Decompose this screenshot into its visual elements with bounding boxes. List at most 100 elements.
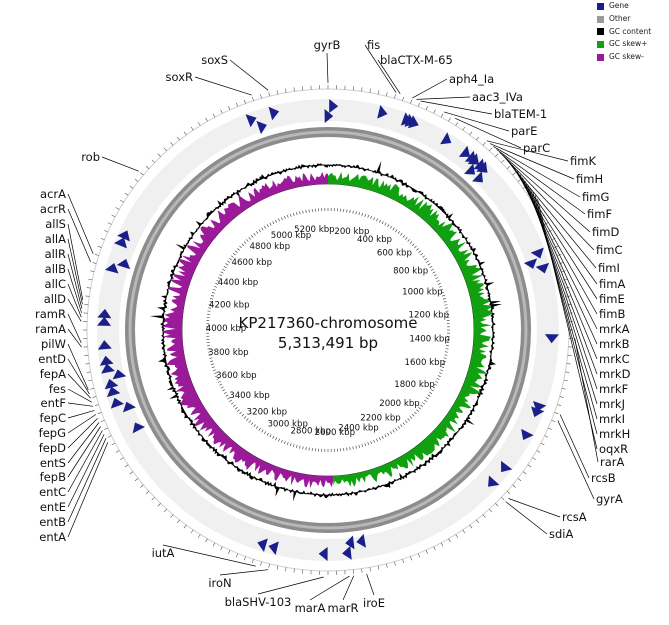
tick-mark bbox=[544, 435, 549, 438]
tick-mark bbox=[489, 147, 493, 152]
kbp-label: 4200 kbp bbox=[209, 300, 250, 310]
genome-size: 5,313,491 bp bbox=[278, 334, 378, 352]
gene-leader-line bbox=[67, 426, 101, 478]
kbp-minor-tick bbox=[358, 444, 360, 448]
gene-label-allb: allB bbox=[45, 262, 66, 276]
tick-mark bbox=[176, 519, 180, 524]
gene-marker bbox=[97, 316, 112, 326]
kbp-minor-tick bbox=[378, 437, 381, 441]
tick-mark bbox=[260, 94, 262, 99]
tick-mark bbox=[554, 245, 559, 248]
gene-marker bbox=[268, 106, 280, 121]
kbp-minor-tick bbox=[209, 301, 213, 303]
gene-leader-line bbox=[534, 195, 598, 435]
kbp-minor-tick bbox=[378, 219, 381, 223]
gene-leader-line bbox=[559, 414, 590, 479]
tick-mark bbox=[276, 90, 279, 95]
kbp-minor-tick bbox=[246, 239, 249, 242]
tick-mark bbox=[115, 450, 120, 453]
tick-mark bbox=[228, 106, 231, 110]
tick-mark bbox=[501, 159, 505, 163]
gene-leader-line bbox=[499, 152, 591, 233]
gene-label-aph4-ia: aph4_Ia bbox=[449, 72, 494, 86]
kbp-minor-tick bbox=[235, 250, 238, 253]
legend-swatch bbox=[597, 15, 604, 23]
tick-mark bbox=[190, 126, 194, 131]
kbp-minor-tick bbox=[269, 222, 272, 226]
kbp-label: 5200 kbp bbox=[294, 225, 335, 235]
kbp-minor-tick bbox=[389, 431, 393, 435]
kbp-minor-tick bbox=[432, 386, 436, 389]
gene-leader-line bbox=[67, 193, 94, 254]
legend-label: GC content bbox=[609, 26, 652, 36]
tick-mark bbox=[361, 568, 363, 573]
kbp-minor-tick bbox=[441, 366, 445, 368]
kbp-minor-tick bbox=[258, 427, 261, 431]
legend-item-gene: Gene bbox=[597, 0, 651, 13]
kbp-minor-tick bbox=[402, 234, 406, 238]
kbp-minor-tick bbox=[355, 445, 357, 449]
gene-leader-line bbox=[219, 569, 269, 576]
tick-mark bbox=[455, 122, 459, 126]
kbp-minor-tick bbox=[381, 435, 384, 439]
tick-mark bbox=[495, 153, 499, 157]
kbp-minor-tick bbox=[283, 440, 286, 445]
kbp-minor-tick bbox=[424, 258, 427, 261]
tick-mark bbox=[243, 99, 246, 104]
kbp-minor-tick bbox=[358, 212, 360, 216]
legend-swatch bbox=[597, 28, 604, 36]
kbp-minor-tick bbox=[208, 304, 212, 306]
gene-marker bbox=[104, 378, 119, 390]
tick-mark bbox=[170, 142, 174, 146]
tick-mark bbox=[212, 113, 216, 118]
kbp-minor-tick bbox=[364, 213, 366, 217]
gene-label-rob: rob bbox=[81, 150, 100, 164]
gene-label-ente: entE bbox=[40, 500, 66, 514]
kbp-minor-tick bbox=[225, 263, 229, 266]
tick-mark bbox=[145, 165, 150, 169]
kbp-minor-tick bbox=[402, 422, 406, 426]
tick-mark bbox=[433, 109, 436, 114]
kbp-minor-tick bbox=[275, 219, 278, 223]
kbp-minor-tick bbox=[275, 437, 278, 441]
gene-marker bbox=[97, 340, 112, 350]
kbp-minor-tick bbox=[213, 372, 218, 375]
kbp-label: 2600 kbp bbox=[315, 428, 356, 438]
gene-leader-line bbox=[412, 78, 448, 99]
kbp-label: 4800 kbp bbox=[250, 242, 291, 252]
kbp-minor-tick bbox=[210, 360, 214, 362]
kbp-minor-tick bbox=[222, 389, 226, 392]
tick-mark bbox=[157, 153, 161, 157]
kbp-minor-tick bbox=[409, 416, 413, 419]
kbp-minor-tick bbox=[352, 446, 354, 450]
gene-label-rcsb: rcsB bbox=[591, 471, 616, 485]
legend-label: GC skew- bbox=[609, 52, 644, 62]
gene-marker bbox=[530, 247, 544, 259]
gene-leader-line bbox=[67, 268, 82, 313]
gene-label-mrkf: mrkF bbox=[599, 382, 628, 396]
tick-mark bbox=[212, 542, 216, 547]
kbp-minor-tick bbox=[442, 360, 446, 362]
kbp-label: 2200 kbp bbox=[360, 414, 401, 424]
gene-label-fime: fimE bbox=[599, 292, 625, 306]
tick-mark bbox=[489, 508, 493, 513]
gene-marker bbox=[488, 475, 500, 487]
kbp-minor-tick bbox=[210, 298, 214, 300]
tick-mark bbox=[527, 464, 532, 468]
kbp-minor-tick bbox=[258, 229, 261, 233]
tick-mark bbox=[111, 442, 116, 446]
tick-mark bbox=[418, 553, 421, 558]
gene-label-mrki: mrkI bbox=[599, 412, 625, 426]
gene-marker bbox=[106, 386, 121, 398]
tick-mark bbox=[157, 503, 161, 507]
kbp-minor-tick bbox=[215, 375, 219, 377]
gene-marker bbox=[99, 355, 114, 366]
kbp-minor-tick bbox=[223, 265, 227, 269]
gene-label-entf: entF bbox=[41, 396, 67, 410]
gene-leader-line bbox=[537, 199, 598, 450]
kbp-minor-tick bbox=[253, 233, 256, 236]
gene-leader-line bbox=[67, 313, 82, 344]
kbp-label: 5000 kbp bbox=[271, 231, 312, 241]
kbp-minor-tick bbox=[411, 413, 415, 417]
